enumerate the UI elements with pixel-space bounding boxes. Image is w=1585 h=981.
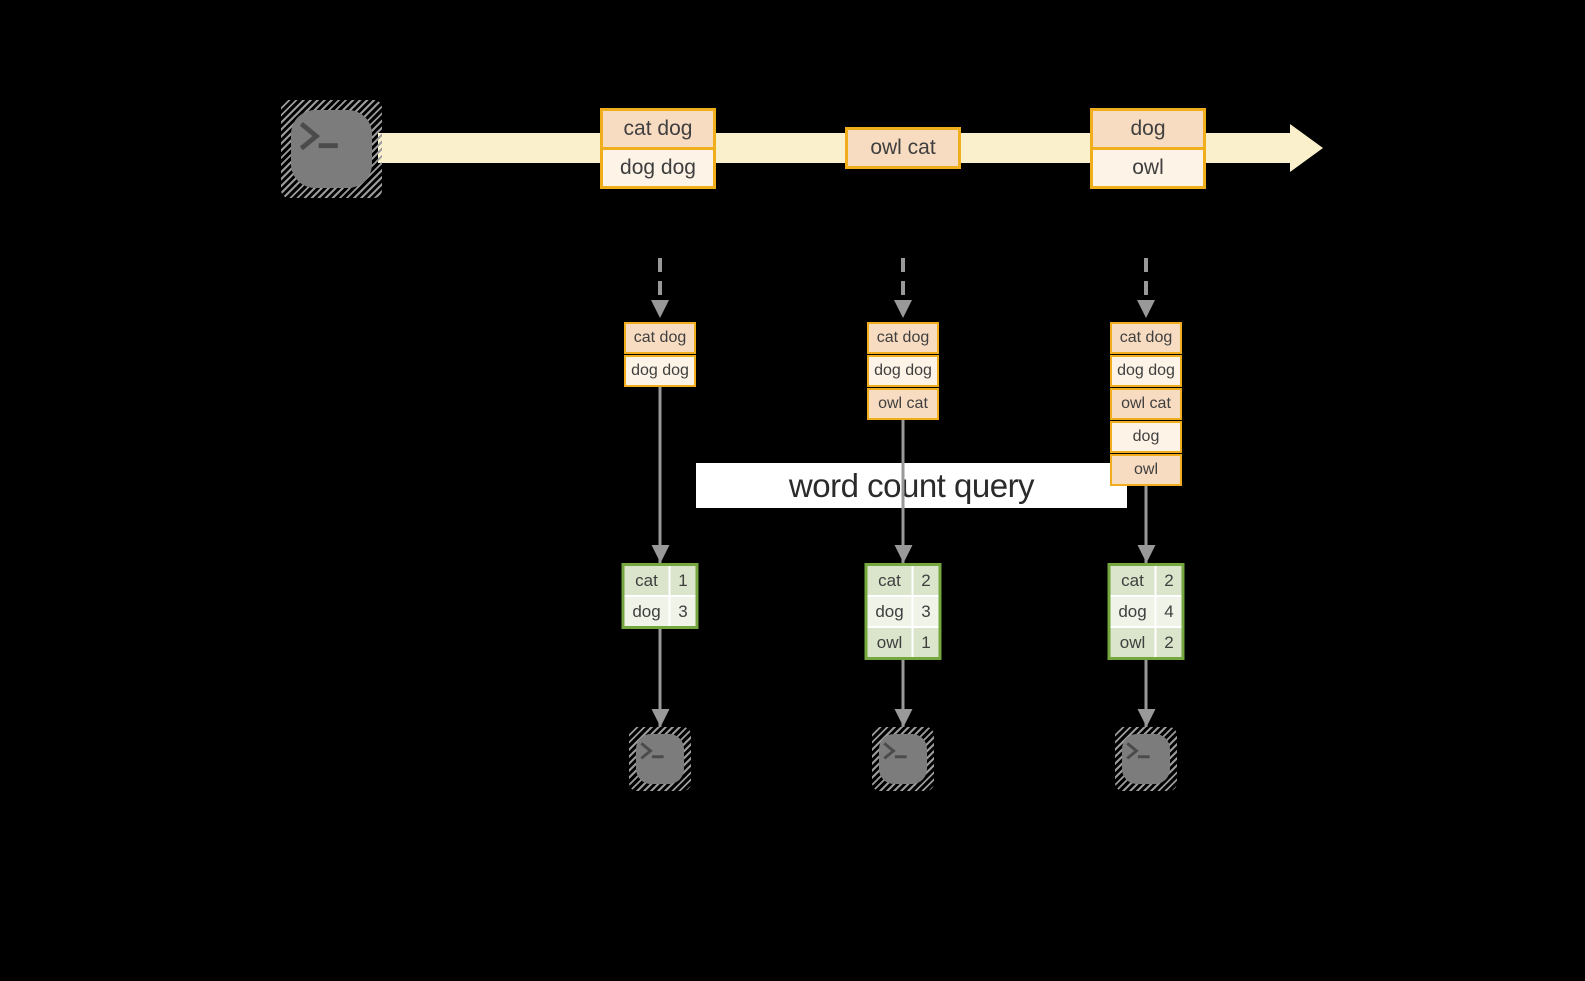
word-cell: dog — [1110, 597, 1155, 626]
stream-arrowhead-icon — [1290, 124, 1323, 172]
received-message: cat dog — [867, 322, 939, 354]
received-message: dog dog — [1110, 355, 1182, 387]
received-message: owl cat — [1110, 388, 1182, 420]
terminal-prompt-icon — [1126, 741, 1150, 760]
dashed-down-arrow-icon — [651, 258, 669, 318]
word-cell: dog — [867, 597, 912, 626]
stream-message: owl — [1090, 147, 1206, 189]
sink-terminal-icon — [629, 727, 691, 791]
received-message: owl — [1110, 454, 1182, 486]
down-arrow-to-sink-icon — [658, 629, 662, 727]
stream-message: dog — [1090, 108, 1206, 150]
dashed-arrow-shaft — [901, 258, 905, 298]
dashed-down-arrow-icon — [894, 258, 912, 318]
word-cell: cat — [867, 566, 912, 595]
terminal-prompt-icon — [640, 741, 664, 760]
count-cell: 4 — [1156, 597, 1182, 626]
terminal-body — [1122, 734, 1170, 784]
received-message: dog dog — [867, 355, 939, 387]
dashed-arrowhead-icon — [894, 300, 912, 318]
count-cell: 2 — [1156, 628, 1182, 657]
dashed-arrow-shaft — [1144, 258, 1148, 298]
count-cell: 3 — [913, 597, 939, 626]
received-message: cat dog — [1110, 322, 1182, 354]
stream-message: owl cat — [845, 127, 961, 169]
received-message: owl cat — [867, 388, 939, 420]
stream-event-box: owl cat — [845, 127, 961, 169]
down-arrow-to-table-icon — [658, 387, 662, 563]
word-cell: cat — [624, 566, 669, 595]
count-cell: 2 — [913, 566, 939, 595]
count-cell: 1 — [913, 628, 939, 657]
count-cell: 2 — [1156, 566, 1182, 595]
received-message: cat dog — [624, 322, 696, 354]
stream-message: cat dog — [600, 108, 716, 150]
word-cell: owl — [867, 628, 912, 657]
query-banner: word count query — [696, 463, 1127, 508]
received-message: dog — [1110, 421, 1182, 453]
sink-terminal-icon — [872, 727, 934, 791]
dashed-arrowhead-icon — [651, 300, 669, 318]
terminal-body — [879, 734, 927, 784]
terminal-prompt-icon — [883, 741, 907, 760]
dashed-arrow-shaft — [658, 258, 662, 298]
query-banner-label: word count query — [788, 466, 1035, 504]
sink-terminal-icon — [1115, 727, 1177, 791]
dashed-arrowhead-icon — [1137, 300, 1155, 318]
source-terminal-icon — [281, 100, 382, 198]
received-message: dog dog — [624, 355, 696, 387]
down-arrow-to-sink-icon — [1144, 660, 1148, 727]
down-arrow-to-table-icon — [901, 420, 905, 563]
terminal-body — [636, 734, 684, 784]
down-arrow-to-sink-icon — [901, 660, 905, 727]
down-arrow-to-table-icon — [1144, 486, 1148, 563]
count-cell: 3 — [670, 597, 696, 626]
word-cell: cat — [1110, 566, 1155, 595]
word-cell: owl — [1110, 628, 1155, 657]
terminal-prompt-icon — [299, 121, 338, 150]
stream-message: dog dog — [600, 147, 716, 189]
word-cell: dog — [624, 597, 669, 626]
dashed-down-arrow-icon — [1137, 258, 1155, 318]
count-cell: 1 — [670, 566, 696, 595]
